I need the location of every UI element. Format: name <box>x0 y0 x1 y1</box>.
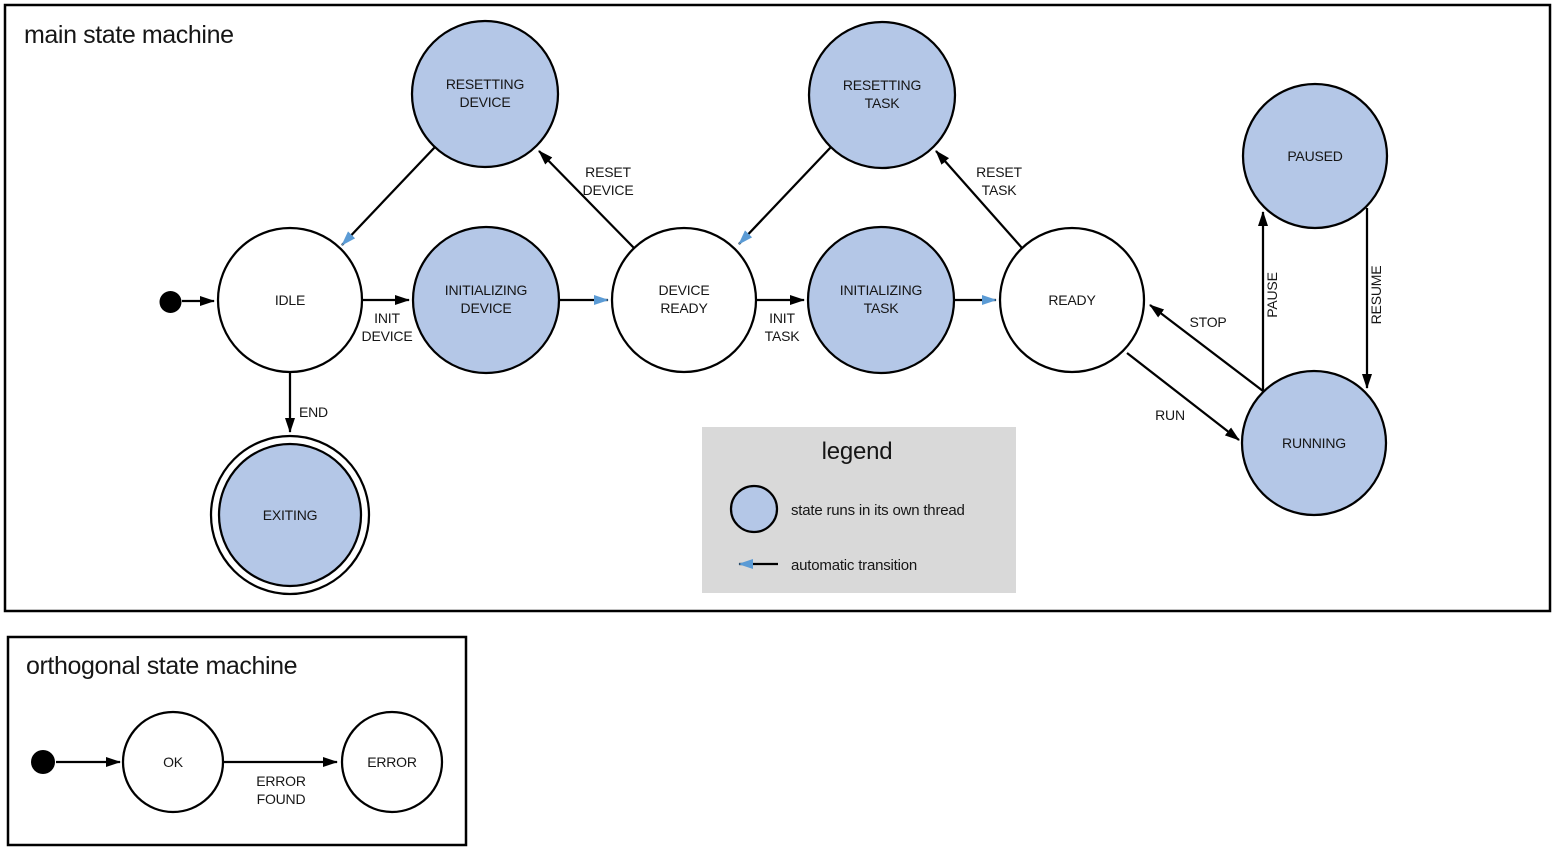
legend-threaded-state-icon <box>729 484 779 534</box>
state-initializing-device-line2: DEVICE <box>461 300 512 316</box>
edge-ready-to-resetting-task <box>935 150 1023 249</box>
label-reset-task-line2: TASK <box>982 182 1018 198</box>
state-error-label: ERROR <box>367 754 417 770</box>
state-device-ready-line1: DEVICE <box>659 282 710 298</box>
state-initializing-device <box>411 225 561 375</box>
state-device-ready-line2: READY <box>660 300 708 316</box>
state-resetting-task-line1: RESETTING <box>843 77 921 93</box>
label-error-found-line2: FOUND <box>257 791 306 807</box>
main-panel-title: main state machine <box>24 21 234 49</box>
state-resetting-device-line2: DEVICE <box>460 94 511 110</box>
state-ok-label: OK <box>163 754 184 770</box>
legend-auto-item-label: automatic transition <box>791 557 917 574</box>
state-paused-label: PAUSED <box>1287 148 1342 164</box>
label-init-task-line2: TASK <box>765 328 801 344</box>
label-stop: STOP <box>1189 314 1226 330</box>
state-initializing-device-line1: INITIALIZING <box>445 282 527 298</box>
label-error-found-line1: ERROR <box>256 773 306 789</box>
legend-thread-item-label: state runs in its own thread <box>791 502 965 519</box>
state-resetting-task <box>807 20 957 170</box>
edge-device-ready-to-resetting-device <box>538 150 635 249</box>
state-error <box>340 710 444 814</box>
state-resetting-device-line1: RESETTING <box>446 76 524 92</box>
state-idle <box>216 226 364 374</box>
label-init-device-line2: DEVICE <box>362 328 413 344</box>
edge-auto-resetting-task-to-device-ready <box>738 146 832 245</box>
state-resetting-task-line2: TASK <box>865 95 901 111</box>
edge-auto-resetting-device-to-idle <box>341 146 436 246</box>
edge-ready-to-running-run <box>1126 352 1240 441</box>
label-reset-device-line2: DEVICE <box>583 182 634 198</box>
state-idle-label: IDLE <box>275 292 305 308</box>
state-ok <box>121 710 225 814</box>
state-initializing-task-line2: TASK <box>864 300 900 316</box>
orthogonal-panel-title: orthogonal state machine <box>26 652 297 680</box>
label-init-device-line1: INIT <box>374 310 400 326</box>
state-resetting-device <box>410 19 560 169</box>
state-device-ready <box>610 226 758 374</box>
state-initializing-task-line1: INITIALIZING <box>840 282 922 298</box>
state-running-label: RUNNING <box>1282 435 1346 451</box>
edge-running-to-ready-stop <box>1149 304 1264 392</box>
state-ready-label: READY <box>1048 292 1096 308</box>
label-reset-device-line1: RESET <box>585 164 631 180</box>
state-paused <box>1241 82 1389 230</box>
legend-title: legend <box>822 438 893 465</box>
label-run: RUN <box>1155 407 1185 423</box>
orthogonal-initial-state-dot <box>31 750 55 774</box>
state-running <box>1240 369 1388 517</box>
state-exiting-label: EXITING <box>263 507 318 523</box>
state-exiting <box>217 442 363 588</box>
label-init-task-line1: INIT <box>769 310 795 326</box>
label-pause: PAUSE <box>1264 272 1280 317</box>
label-reset-task-line1: RESET <box>976 164 1022 180</box>
state-ready <box>998 226 1146 374</box>
initial-state-dot <box>159 291 182 313</box>
label-end: END <box>299 404 328 420</box>
label-resume: RESUME <box>1368 266 1384 325</box>
state-initializing-task <box>806 225 956 375</box>
